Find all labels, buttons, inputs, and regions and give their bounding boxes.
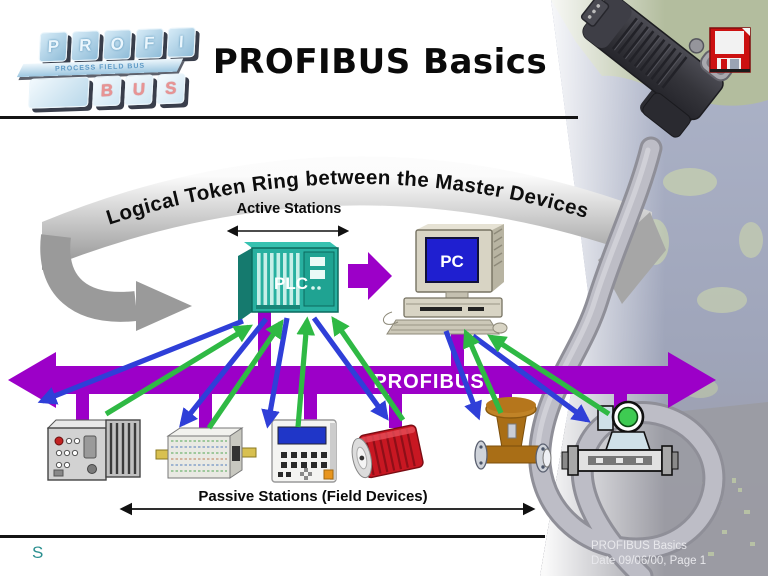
title-rule [0,116,578,119]
logo-letter-tile: R [70,30,101,62]
bus-label: PROFIBUS [373,371,484,393]
footer-doc-title: PROFIBUS Basics [591,540,687,552]
save-floppy-icon [709,27,751,73]
profibus-connector-photo [580,0,734,138]
footer-info: PROFIBUS Basics Date 09/06/00, Page 1 [591,539,706,568]
field-device-din-rail-io [155,427,257,479]
footer-mark: S [32,543,44,562]
rotation-arrow-left [40,234,138,322]
logo-letter-tile: B [92,75,122,107]
logo-blank-tile [28,76,90,109]
logo-letter-tile: O [102,29,133,61]
profibus-cable [528,136,726,576]
field-device-remote-io [46,419,141,481]
pc-label: PC [440,252,464,271]
plc-label: PLC [274,274,308,293]
field-device-operator-panel [271,419,337,483]
logo-letter-tile: U [124,74,154,106]
slide-title: PROFIBUS Basics [212,42,548,82]
passive-stations-label: Passive Stations (Field Devices) [198,488,428,505]
logo-letter-tile: P [38,31,69,63]
footer-rule [0,535,545,538]
token-pass-arrow [348,252,392,300]
active-stations-label: Active Stations [236,201,342,217]
pc-device: PC [383,224,508,335]
bus-traffic-arrows [37,316,611,430]
field-device-motor [351,424,424,479]
plc-device: PLC [238,242,339,322]
green-arrows [104,316,611,430]
logo-subtitle: PROCESS FIELD BUS [54,62,146,73]
footer-date-page: Date 09/06/00, Page 1 [591,554,707,567]
field-device-flow-transmitter [561,400,679,476]
token-ring-ribbon: Logical Token Ring between the Master De… [40,156,666,331]
